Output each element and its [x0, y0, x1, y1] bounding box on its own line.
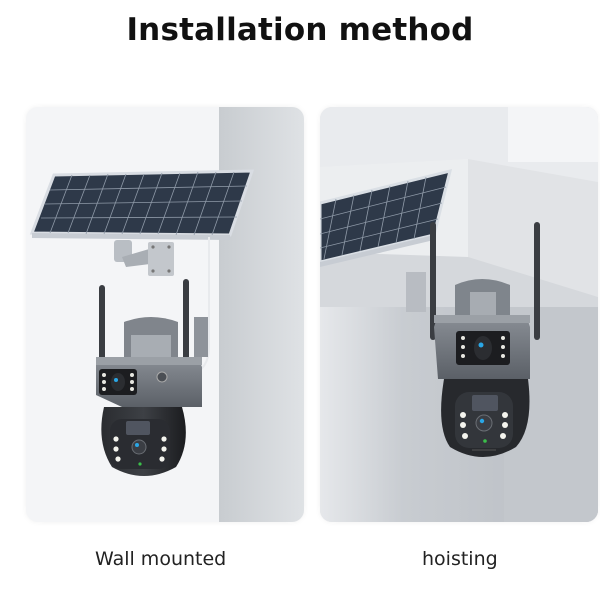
wall-mounted-image — [26, 107, 304, 522]
solar-panel — [29, 169, 255, 240]
hoisting-illustration — [320, 107, 598, 522]
page-title: Installation method — [126, 12, 474, 48]
wall-bracket — [114, 240, 174, 276]
security-camera — [96, 317, 208, 476]
caption-hoisting: hoisting — [422, 548, 498, 570]
hoisting-image — [320, 107, 598, 522]
wall-mount-illustration — [26, 107, 304, 522]
security-camera — [434, 279, 530, 457]
caption-wall-mounted: Wall mounted — [95, 548, 227, 570]
